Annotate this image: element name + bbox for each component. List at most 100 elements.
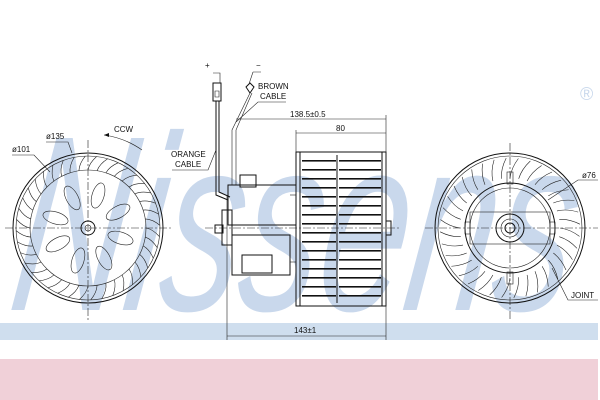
fan-blade (559, 227, 580, 237)
drum-slat (339, 250, 381, 252)
joint-label: JOINT (571, 291, 594, 300)
fan-blade (458, 266, 479, 277)
fan-blade (501, 277, 511, 298)
fan-spoke (42, 210, 69, 226)
nissens-watermark: Nissens (0, 85, 598, 364)
fan-blade (18, 208, 31, 220)
fan-spoke (107, 230, 134, 246)
orange-cable-label-1: ORANGE (171, 150, 206, 159)
fan-blade (16, 219, 31, 229)
fan-blade (143, 209, 159, 215)
fan-blade (143, 245, 154, 259)
length-143-label: 143±1 (294, 326, 317, 335)
length-138-label: 138.5±0.5 (290, 110, 326, 119)
drum-slat (302, 223, 336, 225)
fan-blade (440, 219, 461, 229)
pink-band (0, 359, 598, 400)
drum-slat (302, 250, 336, 252)
fan-blade (553, 252, 567, 271)
diameter-101-label: ø101 (12, 145, 31, 154)
fan-blade (87, 156, 97, 171)
fan-blade (500, 157, 507, 179)
blue-band (0, 323, 598, 340)
fan-blade (20, 252, 37, 256)
fan-blade (43, 171, 48, 188)
fan-spoke (105, 203, 131, 221)
drum-slat (302, 232, 336, 234)
fan-blade (548, 259, 559, 280)
drum-slat (339, 196, 381, 198)
fan-blade (525, 274, 529, 297)
diameter-76-label: ø76 (582, 171, 596, 180)
rear-fan-blades (439, 157, 581, 299)
drum-slat (302, 214, 336, 216)
fan-blade (548, 189, 569, 197)
drum-slat (302, 196, 336, 198)
plus-terminal-label: + (205, 61, 210, 70)
drum-slat (302, 268, 336, 270)
front-fan-blades (15, 155, 161, 301)
brown-cable-label-1: BROWN (258, 82, 289, 91)
fan-blade (134, 191, 151, 195)
fan-blade (559, 218, 581, 225)
fan-blade (467, 271, 486, 285)
fan-blade (22, 197, 33, 211)
fan-blade (145, 236, 158, 248)
rear-view-fan (425, 143, 598, 320)
fan-spoke (90, 182, 106, 209)
fan-blade (128, 268, 133, 285)
fan-spoke (70, 247, 86, 274)
drum-slat (339, 295, 381, 297)
fan-blade (541, 179, 562, 190)
fan-blade (445, 252, 467, 257)
fan-blade (114, 167, 129, 177)
fan-blade (139, 200, 156, 204)
fan-blade (69, 157, 75, 173)
drum-slat (339, 178, 381, 180)
drum-slat (339, 286, 381, 288)
fan-blade (451, 259, 472, 267)
fan-blade (68, 285, 80, 298)
fan-blade (47, 279, 62, 289)
fan-blade (105, 162, 119, 173)
fan-blade (534, 171, 553, 185)
drum-slat (339, 232, 381, 234)
drum-slat (339, 205, 381, 207)
minus-terminal-label: − (256, 61, 261, 70)
fan-blade (478, 274, 494, 291)
front-fan-spokes (42, 182, 134, 274)
fan-blade (112, 279, 116, 296)
fan-blade (442, 207, 461, 220)
drum-slat (302, 178, 336, 180)
fan-blade (57, 283, 71, 294)
fan-blade (441, 243, 464, 247)
fan-blade (121, 274, 125, 291)
fan-blade (556, 244, 573, 260)
fan-blade (60, 160, 64, 177)
fan-blade (15, 230, 31, 238)
fan-spoke (63, 185, 81, 211)
drum-slat (339, 169, 381, 171)
fan-blade (489, 277, 502, 296)
drum-slat (302, 169, 336, 171)
fan-blade (447, 196, 464, 212)
fan-blade (471, 169, 479, 190)
diameter-135-label: ø135 (46, 132, 65, 141)
drum-slat (302, 187, 336, 189)
fan-blade (145, 227, 160, 237)
fan-blade (51, 165, 55, 182)
fan-blade (90, 285, 98, 301)
width-80-label: 80 (336, 124, 345, 133)
fan-spoke (45, 235, 71, 253)
drum-slat (302, 259, 336, 261)
fan-blade (17, 241, 33, 247)
registered-mark: ® (580, 84, 593, 104)
drum-slat (302, 286, 336, 288)
fan-blade (534, 271, 539, 293)
fan-blade (78, 155, 86, 171)
drum-slat (339, 277, 381, 279)
fan-blade (553, 199, 575, 204)
fan-blade (556, 209, 579, 213)
fan-blade (559, 236, 578, 249)
